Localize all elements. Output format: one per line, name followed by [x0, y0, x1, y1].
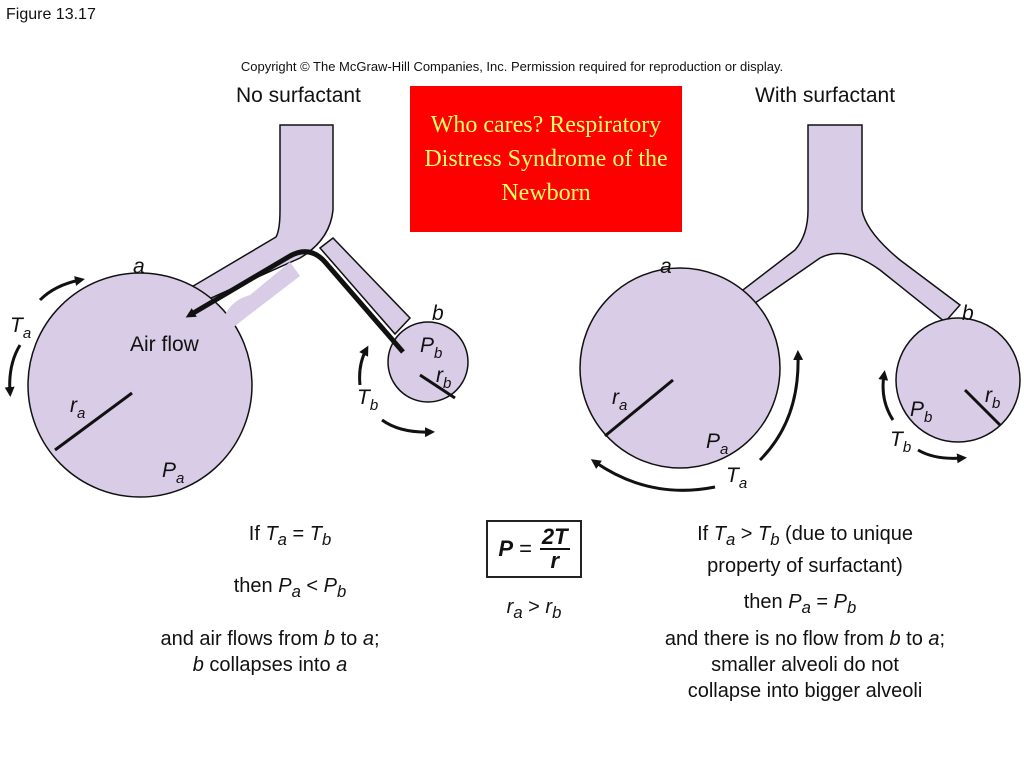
- callout-text: Who cares? Respiratory Distress Syndrome…: [424, 112, 668, 206]
- figure-label: Figure 13.17: [6, 6, 96, 23]
- right-ra-label: ra: [612, 386, 627, 414]
- right-tension-arrow-b-side: [878, 370, 895, 421]
- left-ra-label: ra: [70, 394, 85, 422]
- right-alveolus-a: [579, 267, 781, 469]
- right-panel-title: With surfactant: [755, 84, 896, 107]
- right-rb-label: rb: [985, 384, 1000, 412]
- left-tension-arrow-a-top: [38, 276, 85, 302]
- formula-lhs: P: [498, 536, 514, 561]
- air-flow-arrow: [185, 249, 405, 354]
- right-radius-a: [604, 378, 674, 438]
- left-Ta-label: Ta: [10, 314, 31, 342]
- left-caption-result: then Pa < Pb: [233, 575, 347, 601]
- formula-numerator: 2T: [539, 524, 570, 550]
- callout-box: Who cares? Respiratory Distress Syndrome…: [410, 86, 682, 232]
- right-caption-condition: If Ta > Tb (due to unique property of su…: [697, 523, 913, 577]
- left-airway-branch-b: [318, 236, 412, 336]
- left-label-b: b: [432, 302, 444, 325]
- left-alveolus-a: [27, 272, 253, 498]
- right-label-a: a: [660, 255, 672, 278]
- left-caption-condition: If Ta = Tb: [248, 523, 332, 549]
- left-panel-title: No surfactant: [236, 84, 361, 107]
- air-flow-label: Air flow: [130, 333, 200, 356]
- left-label-a: a: [133, 255, 145, 278]
- right-Pb-label: Pb: [910, 398, 932, 426]
- copyright-notice: Copyright © The McGraw-Hill Companies, I…: [240, 59, 784, 74]
- left-tension-arrow-b-bottom: [381, 418, 435, 438]
- left-Pb-label: Pb: [420, 334, 442, 362]
- left-alveolus-b: [387, 321, 469, 403]
- left-radius-a: [54, 391, 133, 452]
- right-airway: [733, 124, 962, 324]
- right-radius-b: [963, 388, 1002, 427]
- left-Tb-label: Tb: [357, 386, 378, 414]
- left-alveoli-shape: [4, 124, 469, 498]
- left-Pa-label: Pa: [162, 459, 184, 487]
- right-Pa-label: Pa: [706, 430, 728, 458]
- right-tension-arrow-b-bottom: [917, 448, 967, 464]
- right-tension-arrow-a-bottom: [590, 459, 716, 492]
- right-label-b: b: [962, 302, 974, 325]
- left-caption-conclusion: and air flows from b to a; b collapses i…: [160, 628, 380, 676]
- left-rb-label: rb: [436, 364, 451, 392]
- right-caption-conclusion: and there is no flow from b to a; smalle…: [664, 628, 946, 702]
- formula-denominator: r: [550, 548, 560, 573]
- right-alveolus-b: [895, 317, 1021, 443]
- laplace-formula-box: P = 2T r: [486, 520, 582, 578]
- radius-relation: ra > rb: [506, 596, 562, 622]
- right-tension-arrow-a-side: [758, 350, 804, 462]
- formula-equals: =: [519, 536, 532, 561]
- right-caption-result: then Pa = Pb: [743, 591, 857, 617]
- left-duct-a: [225, 262, 300, 329]
- left-tension-arrow-b-top: [358, 345, 369, 386]
- right-Tb-label: Tb: [890, 428, 911, 456]
- left-radius-b: [419, 373, 456, 400]
- formula-fraction: 2T r: [539, 524, 570, 573]
- right-alveoli-shape: [579, 124, 1021, 492]
- right-Ta-label: Ta: [726, 464, 747, 492]
- left-tension-arrow-a-bottom: [4, 344, 22, 397]
